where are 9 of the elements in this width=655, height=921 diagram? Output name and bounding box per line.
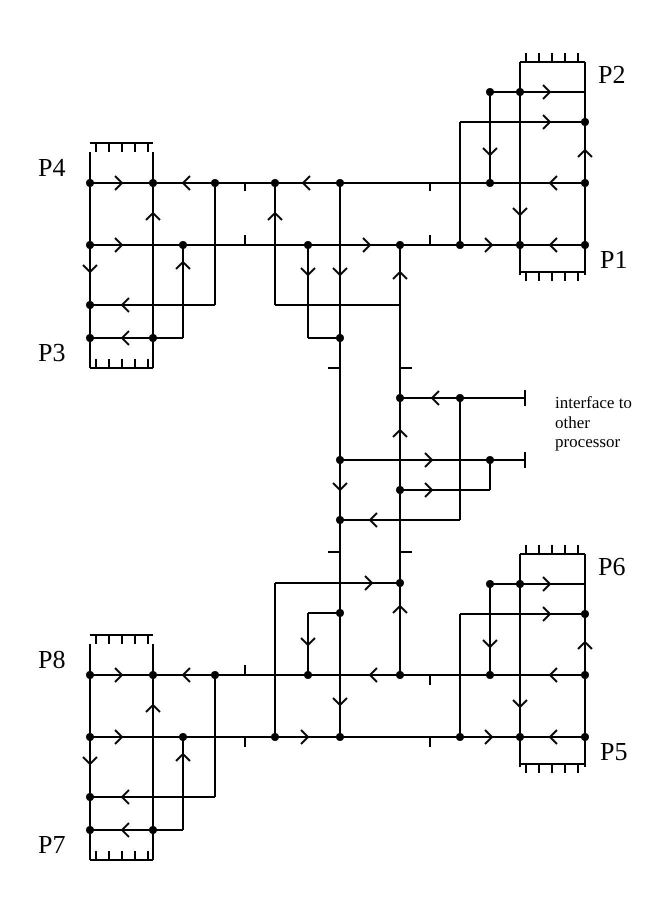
processor-label: P7 [38,830,66,860]
processor-label: P4 [38,153,66,183]
processor-label: P5 [600,737,628,767]
processor-label: P8 [38,645,66,675]
processor-label: P3 [38,338,66,368]
interface-note: interface to other processor [555,393,633,452]
processor-label: P2 [598,60,626,90]
processor-label: P6 [598,552,626,582]
processor-label: P1 [600,245,628,275]
